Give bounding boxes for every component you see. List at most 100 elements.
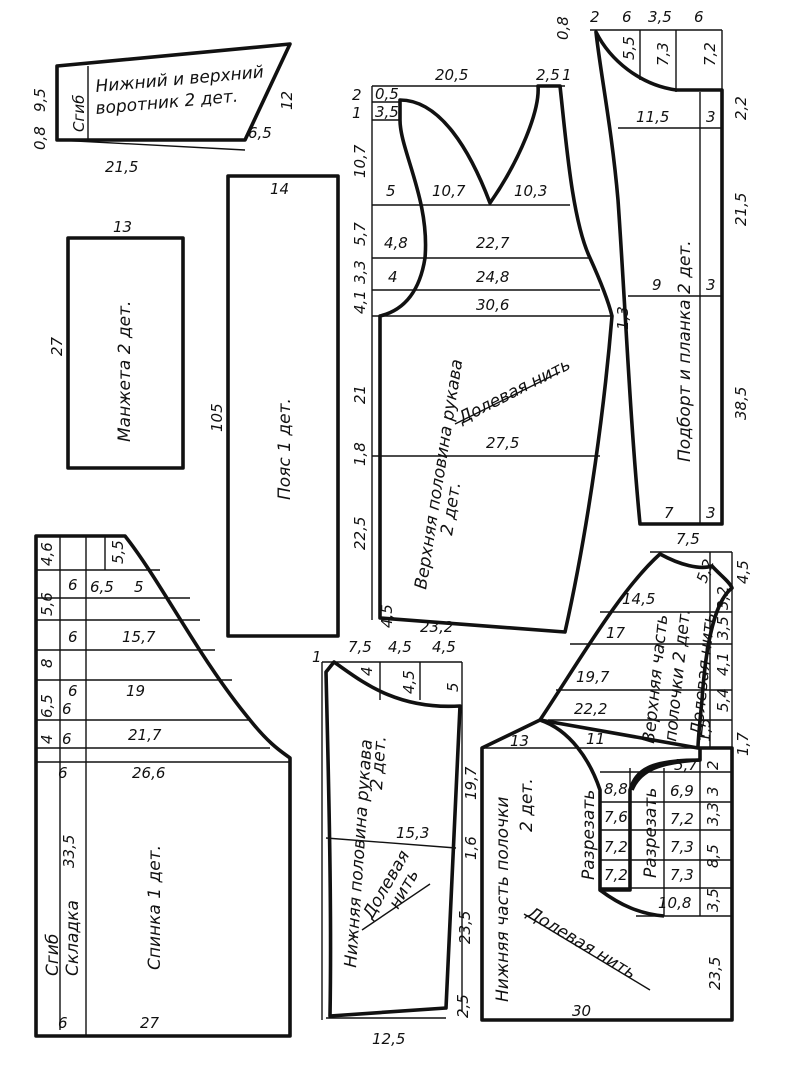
back-dim-w55: 5,5 [109, 540, 127, 564]
lf-dim-c73b: 7,3 [670, 866, 694, 884]
lf-dim-c76: 7,6 [604, 808, 628, 826]
uf-dim-w17: 17 [606, 624, 626, 642]
ls-dim-t45b: 4,5 [432, 638, 456, 656]
back-dim-l56: 5,6 [38, 592, 56, 616]
uf-dim-w222: 22,2 [574, 700, 607, 718]
lf-dim-c69: 6,9 [670, 782, 694, 800]
upper-front-piece: 7,5 5,2 4,5 14,5 3,2 17 3,5 19,7 4,1 22,… [482, 530, 752, 756]
us-dim-w5: 5 [386, 182, 396, 200]
collar-fold-label: Сгиб [70, 95, 88, 132]
uf-dim-w13: 13 [510, 732, 529, 750]
us-dim-top-width: 20,5 [435, 66, 468, 84]
collar-dim-height: 9,5 [31, 88, 49, 112]
us-dim-c1: 0,5 [375, 85, 399, 103]
ls-dim-t45a: 4,5 [388, 638, 412, 656]
collar-dim-width: 21,5 [105, 158, 138, 176]
lf-dim-r3: 3 [704, 786, 722, 796]
uf-dim-r41: 4,1 [714, 652, 732, 676]
us-dim-w306: 30,6 [476, 296, 509, 314]
lf-dim-c72a: 7,2 [604, 838, 628, 856]
lf-dim-c108: 10,8 [658, 894, 691, 912]
uf-dim-r17: 1,7 [734, 732, 752, 756]
back-dim-c6f: 6 [58, 764, 68, 782]
uf-dim-r15: 1,5 [696, 718, 714, 742]
ls-dim-r16: 1,6 [462, 836, 480, 860]
lf-cut-2: Разрезать [641, 788, 661, 878]
upper-sleeve-piece: 20,5 2,5 1 2 1 0,5 3,5 10,7 5,7 3,3 4,1 … [351, 66, 632, 636]
uf-dim-d52: 5,2 [693, 557, 718, 586]
back-dim-c6d: 6 [62, 700, 72, 718]
lf-dim-r35: 3,5 [704, 888, 722, 912]
facing-dim-w7: 7 [664, 504, 674, 522]
ls-dim-t1: 1 [312, 648, 322, 666]
lf-dim-w30: 30 [572, 1002, 591, 1020]
collar-dim-right: 12 [278, 91, 296, 110]
us-dim-left-107: 10,7 [351, 144, 369, 178]
ls-dim-d45: 4,5 [400, 670, 418, 694]
lf-dim-c72c: 7,2 [670, 810, 694, 828]
facing-dim-w115: 11,5 [636, 108, 669, 126]
uf-dim-r45: 4,5 [734, 560, 752, 584]
cuff-piece: Манжета 2 дет. 13 27 [48, 218, 185, 470]
ls-dim-r25: 2,5 [454, 994, 472, 1018]
back-dim-w217: 21,7 [128, 726, 162, 744]
us-dim-left-b: 1 [352, 104, 362, 122]
lf-label-1: Нижняя часть полочки [493, 797, 513, 1002]
belt-label: Пояс 1 дет. [275, 398, 295, 500]
us-dim-w248: 24,8 [476, 268, 509, 286]
back-fold-label: Сгиб [43, 934, 63, 976]
facing-dim-top-2: 2 [590, 8, 600, 26]
us-dim-top-right-a: 2,5 [536, 66, 560, 84]
back-dim-l46: 4,6 [38, 542, 56, 566]
lf-dim-c72b: 7,2 [604, 866, 628, 884]
lower-sleeve-piece: 1 7,5 4,5 4,5 4 4,5 5 19,7 15,3 1,6 23,5… [312, 638, 480, 1048]
us-dim-left-33: 3,3 [351, 260, 369, 284]
back-dim-l4: 4 [38, 734, 56, 744]
us-dim-w103: 10,3 [514, 182, 547, 200]
facing-dim-w9: 9 [652, 276, 662, 294]
us-dim-left-21: 21 [351, 385, 369, 404]
ls-dim-w125: 12,5 [372, 1030, 405, 1048]
facing-dim-w3c: 3 [706, 504, 716, 522]
cuff-dim-width: 13 [113, 218, 132, 236]
facing-dim-top-6b: 6 [694, 8, 704, 26]
us-label-1: Верхняя половина рукава [411, 358, 467, 591]
facing-dim-d55: 5,5 [620, 36, 638, 60]
lf-dim-r235: 23,5 [706, 957, 724, 990]
lower-front-piece: 8,8 7,6 7,2 7,2 5,7 6,9 7,2 7,3 7,3 10,8… [480, 718, 734, 1022]
belt-dim-width: 14 [270, 180, 289, 198]
facing-dim-d72: 7,2 [701, 42, 719, 66]
cuff-dim-height: 27 [48, 336, 66, 356]
uf-dim-w11: 11 [586, 730, 605, 748]
us-dim-left-18: 1,8 [351, 442, 369, 466]
facing-dim-r22: 2,2 [732, 96, 750, 120]
us-dim-w48: 4,8 [384, 234, 408, 252]
back-pleat-label: Складка [63, 900, 83, 976]
lf-cut-1: Разрезать [579, 790, 599, 880]
facing-label: Подборт и планка 2 дет. [675, 240, 695, 462]
back-dim-c6e: 6 [62, 730, 72, 748]
ls-dim-r197: 19,7 [462, 766, 480, 800]
lf-dim-r2: 2 [704, 760, 722, 770]
us-dim-left-57: 5,7 [351, 222, 369, 246]
uf-dim-w145: 14,5 [622, 590, 655, 608]
back-label: Спинка 1 дет. [145, 845, 165, 970]
collar-dim-bottom-left: 0,8 [31, 126, 49, 150]
us-dim-left-225: 22,5 [351, 517, 369, 550]
ls-dim-w153: 15,3 [396, 824, 429, 842]
facing-dim-w3a: 3 [706, 108, 716, 126]
us-dim-left-41: 4,1 [351, 290, 369, 314]
facing-dim-r215: 21,5 [732, 193, 750, 226]
back-dim-w27: 27 [140, 1014, 160, 1032]
back-dim-w19: 19 [126, 682, 145, 700]
us-dim-w107: 10,7 [432, 182, 466, 200]
uf-dim-r32: 3,2 [714, 586, 732, 610]
facing-dim-w3b: 3 [706, 276, 716, 294]
belt-piece: Пояс 1 дет. 14 105 [208, 174, 340, 638]
lf-dim-r33: 3,3 [704, 802, 722, 826]
uf-dim-r54: 5,4 [714, 688, 732, 712]
us-dim-left-a: 2 [352, 86, 362, 104]
back-dim-w157: 15,7 [122, 628, 156, 646]
back-dim-l335: 33,5 [60, 835, 78, 868]
us-grain: Долевая нить [454, 355, 574, 429]
